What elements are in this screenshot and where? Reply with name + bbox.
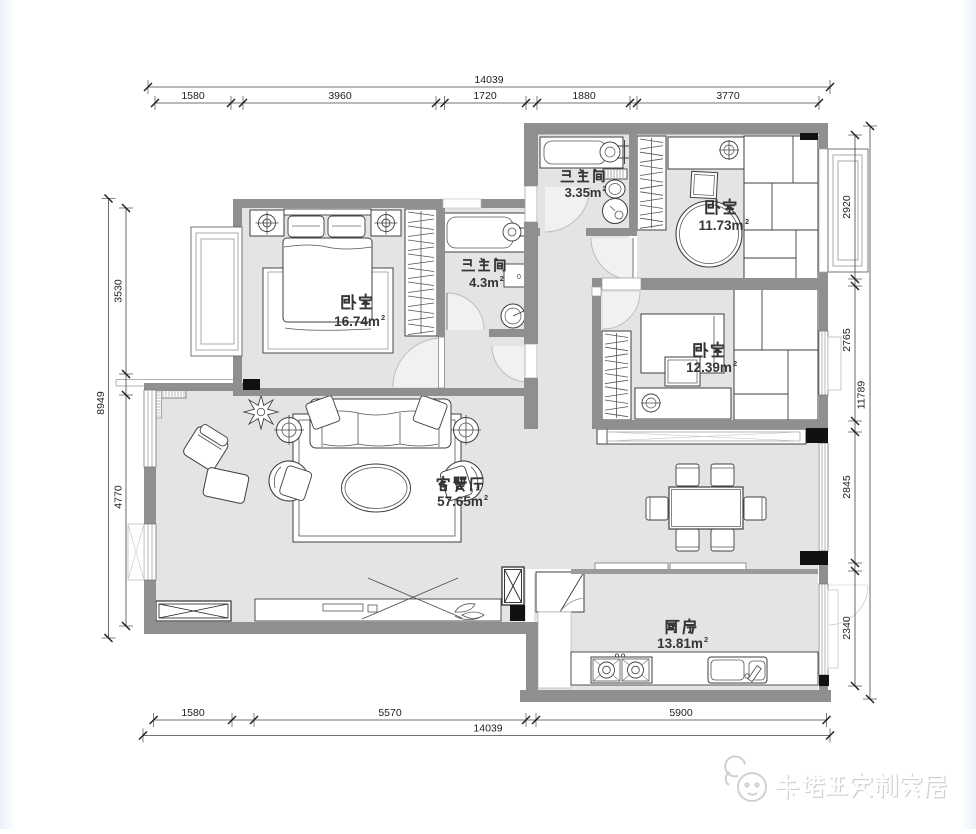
svg-text:11.73m: 11.73m	[698, 218, 743, 233]
svg-text:2: 2	[733, 359, 737, 368]
svg-text:1720: 1720	[473, 90, 497, 102]
svg-text:2: 2	[745, 217, 749, 226]
svg-text:57.65m: 57.65m	[437, 494, 483, 509]
svg-text:14039: 14039	[473, 723, 502, 735]
svg-text:3770: 3770	[716, 90, 740, 102]
svg-text:5570: 5570	[378, 707, 402, 719]
svg-text:1580: 1580	[181, 90, 205, 102]
svg-text:2765: 2765	[841, 328, 853, 352]
svg-text:3960: 3960	[328, 90, 352, 102]
svg-text:14039: 14039	[474, 74, 503, 86]
svg-text:2340: 2340	[841, 616, 853, 640]
svg-text:3530: 3530	[113, 279, 125, 303]
svg-text:11789: 11789	[856, 381, 868, 410]
svg-text:4770: 4770	[113, 485, 125, 509]
svg-text:2: 2	[484, 493, 488, 502]
svg-text:2: 2	[500, 275, 504, 283]
svg-text:16.74m: 16.74m	[334, 314, 380, 329]
svg-text:4.3m: 4.3m	[469, 275, 499, 290]
svg-text:13.81m: 13.81m	[657, 636, 703, 651]
svg-text:2845: 2845	[841, 475, 853, 499]
svg-text:1880: 1880	[572, 90, 596, 102]
svg-text:1580: 1580	[181, 707, 205, 719]
svg-text:2: 2	[381, 313, 385, 322]
svg-text:2: 2	[704, 635, 708, 644]
svg-text:5900: 5900	[669, 707, 693, 719]
svg-text:2: 2	[602, 185, 606, 193]
svg-text:12.39m: 12.39m	[686, 360, 732, 375]
svg-text:2920: 2920	[841, 195, 853, 219]
svg-text:0: 0	[517, 274, 521, 281]
svg-text:8949: 8949	[95, 391, 107, 415]
svg-text:3.35m: 3.35m	[565, 185, 602, 200]
